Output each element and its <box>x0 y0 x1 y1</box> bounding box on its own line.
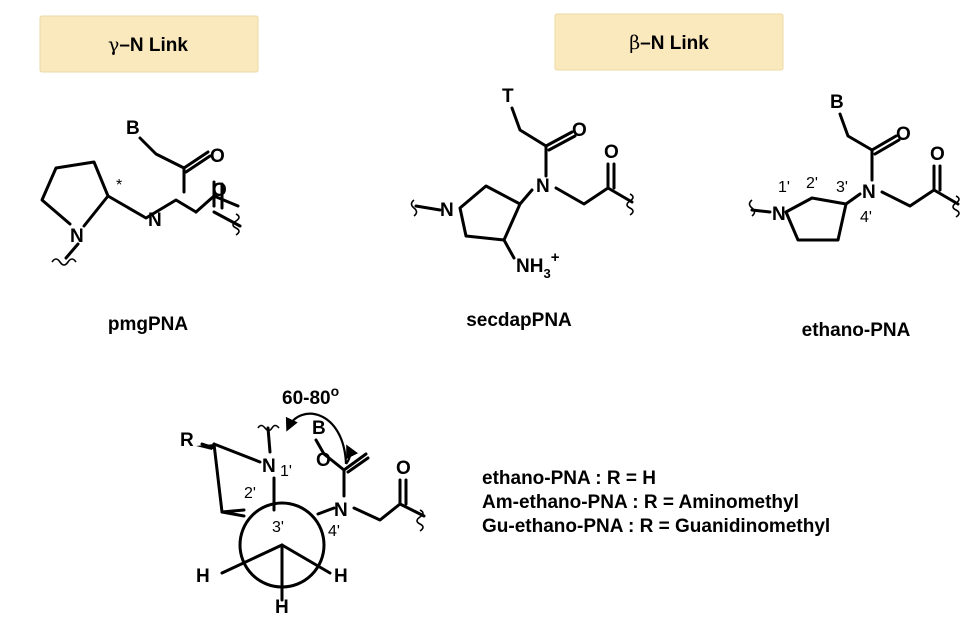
pmgpna-label: pmgPNA <box>108 314 189 335</box>
atom-O: O <box>930 144 945 165</box>
gamma-link-text: –N Link <box>119 35 188 56</box>
atom-H: H <box>196 566 210 587</box>
atom-N: N <box>862 182 876 203</box>
atom-B: B <box>830 92 844 113</box>
position-label: 1' <box>280 463 292 480</box>
atom-N: N <box>262 456 276 477</box>
atom-N: N <box>440 200 454 221</box>
position-label: 1' <box>778 179 790 196</box>
position-label: 4' <box>860 209 872 226</box>
atom-O: O <box>604 142 619 163</box>
wavy-bond-icon <box>232 213 240 236</box>
atom-NH3: NH3+ <box>516 249 560 281</box>
wavy-bond-icon <box>626 193 634 216</box>
svg-text:γ–N Link: γ–N Link <box>108 34 188 56</box>
secdappna-structure: N N T O O NH3+ <box>410 86 634 281</box>
atom-N: N <box>536 176 550 197</box>
pmgpna-structure: N N B O O * <box>40 118 242 266</box>
r-group-legend: ethano-PNA : R = H Am-ethano-PNA : R = A… <box>482 468 830 537</box>
wavy-bond-icon <box>748 199 756 217</box>
beta-n-link-box: β–N Link <box>554 13 784 71</box>
gamma-n-link-box: γ–N Link <box>39 15 259 73</box>
wavy-bond-icon <box>410 199 418 217</box>
ethano-pna-structure: N N B O O 1' 2' 3' 4' <box>748 92 960 242</box>
stereocenter-star: * <box>116 177 122 194</box>
atom-H: H <box>334 566 348 587</box>
beta-link-text: –N Link <box>640 33 709 54</box>
secdappna-label: secdapPNA <box>466 310 572 331</box>
atom-B: B <box>126 118 140 139</box>
atom-N: N <box>772 204 786 225</box>
legend-line: Gu-ethano-PNA : R = Guanidinomethyl <box>482 516 830 537</box>
atom-H: H <box>275 597 289 618</box>
atom-T: T <box>502 86 514 107</box>
position-label: 2' <box>244 485 256 502</box>
wavy-bond-icon <box>51 258 77 266</box>
position-label: 4' <box>328 523 340 540</box>
ethano-pna-label: ethano-PNA <box>802 320 911 341</box>
atom-O: O <box>316 450 331 471</box>
legend-line: ethano-PNA : R = H <box>482 468 656 489</box>
atom-N: N <box>148 210 162 231</box>
newman-projection: 60-80o R N N B O O H H H 1' 2' 3' 4' <box>180 383 426 618</box>
legend-line: Am-ethano-PNA : R = Aminomethyl <box>482 492 799 513</box>
atom-O: O <box>212 180 227 201</box>
atom-O: O <box>896 124 911 145</box>
atom-O: O <box>572 120 587 141</box>
svg-text:β–N Link: β–N Link <box>629 32 709 54</box>
atom-N: N <box>70 226 84 247</box>
position-label: 3' <box>836 179 848 196</box>
position-label: 2' <box>806 175 818 192</box>
beta-symbol: β <box>629 32 640 54</box>
angle-label: 60-80o <box>282 383 339 409</box>
atom-O: O <box>396 458 411 479</box>
wavy-bond-icon <box>952 195 960 218</box>
wavy-bond-icon <box>416 509 424 532</box>
atom-O: O <box>210 146 225 167</box>
position-label: 3' <box>272 519 284 536</box>
gamma-symbol: γ <box>108 34 119 56</box>
atom-R: R <box>180 430 194 451</box>
atom-B: B <box>312 418 326 439</box>
atom-N: N <box>334 500 348 521</box>
